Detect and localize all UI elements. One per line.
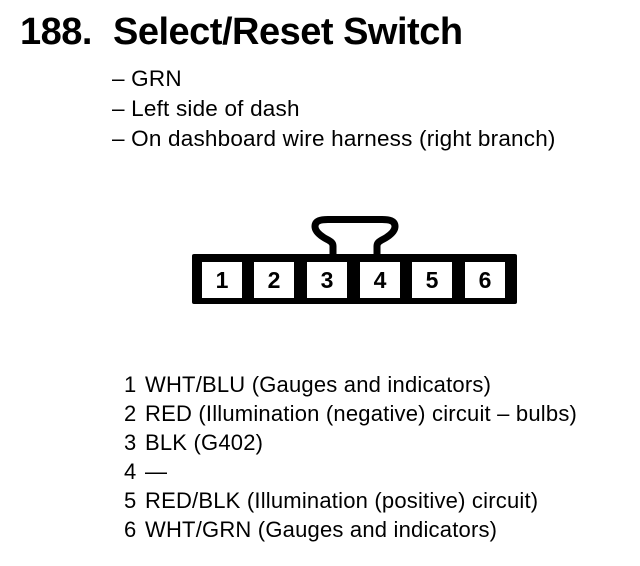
pin-number: 5 bbox=[124, 488, 137, 513]
pin-legend: 1 WHT/BLU (Gauges and indicators) 2 RED … bbox=[124, 370, 577, 544]
connector-cavity-5 bbox=[412, 262, 452, 298]
connector-latch-icon bbox=[311, 216, 399, 256]
pin-description: BLK (G402) bbox=[145, 430, 264, 455]
pin-number: 2 bbox=[124, 401, 137, 426]
connector-cavity-6 bbox=[465, 262, 505, 298]
connector-cavity-2 bbox=[254, 262, 294, 298]
pin-row: 3 BLK (G402) bbox=[124, 428, 577, 457]
pin-description: — bbox=[145, 459, 168, 484]
pin-row: 6 WHT/GRN (Gauges and indicators) bbox=[124, 515, 577, 544]
cavity-number: 5 bbox=[426, 267, 439, 293]
pin-number: 4 bbox=[124, 459, 137, 484]
attribute-item: – Left side of dash bbox=[112, 96, 300, 121]
pin-description: RED (Illumination (negative) circuit – b… bbox=[145, 401, 578, 426]
connector-cavity-1 bbox=[202, 262, 242, 298]
attribute-item: – On dashboard wire harness (right branc… bbox=[112, 126, 556, 151]
pin-row: 2 RED (Illumination (negative) circuit –… bbox=[124, 399, 577, 428]
pin-number: 1 bbox=[124, 372, 137, 397]
pin-description: WHT/BLU (Gauges and indicators) bbox=[145, 372, 492, 397]
connector-cavity-4 bbox=[360, 262, 400, 298]
pin-row: 4 — bbox=[124, 457, 577, 486]
pin-row: 5 RED/BLK (Illumination (positive) circu… bbox=[124, 486, 577, 515]
pin-number: 6 bbox=[124, 517, 137, 542]
pin-description: RED/BLK (Illumination (positive) circuit… bbox=[145, 488, 539, 513]
connector-cavity-3 bbox=[307, 262, 347, 298]
pin-number: 3 bbox=[124, 430, 137, 455]
pin-row: 1 WHT/BLU (Gauges and indicators) bbox=[124, 370, 577, 399]
attribute-list: – GRN – Left side of dash – On dashboard… bbox=[112, 64, 556, 154]
cavity-number: 4 bbox=[374, 267, 387, 293]
item-number: 188. bbox=[20, 11, 92, 53]
page-title: 188. Select/Reset Switch bbox=[20, 13, 463, 51]
item-title: Select/Reset Switch bbox=[113, 11, 463, 53]
connector-drawing: 1 2 3 4 5 6 bbox=[192, 216, 517, 304]
cavity-number: 1 bbox=[216, 267, 229, 293]
connector-diagram: 1 2 3 4 5 6 bbox=[190, 215, 520, 307]
cavity-number: 3 bbox=[321, 267, 334, 293]
cavity-number: 2 bbox=[268, 267, 281, 293]
cavity-number: 6 bbox=[479, 267, 492, 293]
attribute-item: – GRN bbox=[112, 66, 182, 91]
pin-description: WHT/GRN (Gauges and indicators) bbox=[145, 517, 498, 542]
